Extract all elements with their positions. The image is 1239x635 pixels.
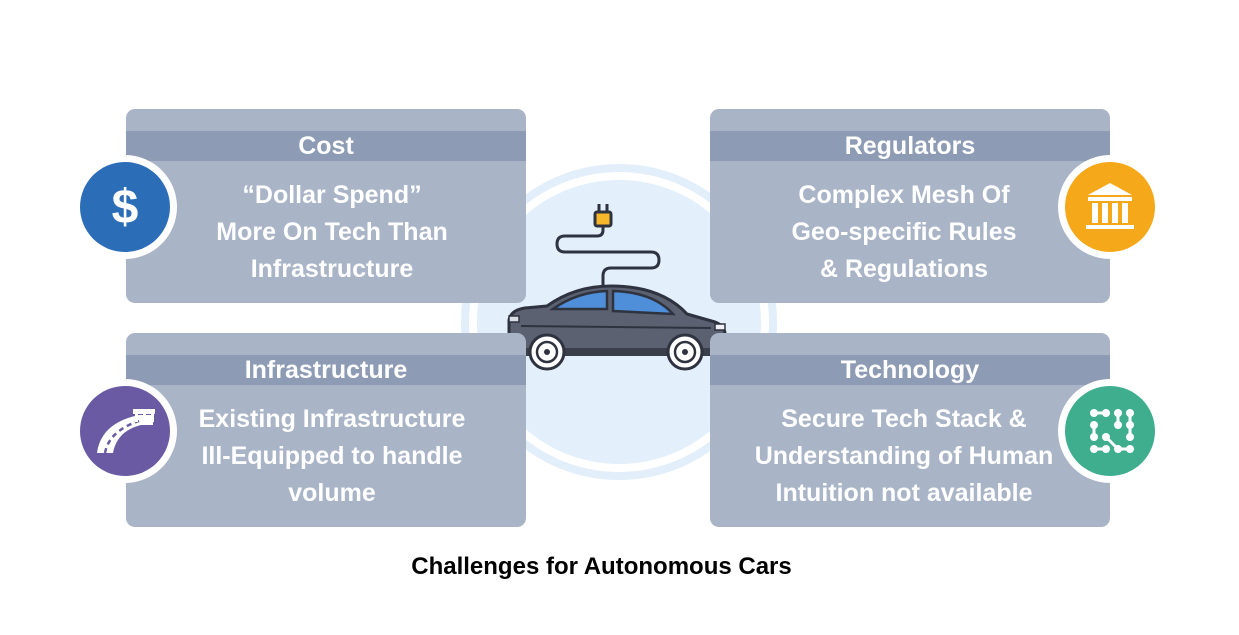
circuit-dots-icon-circle (1065, 386, 1155, 476)
cost-card: Cost “Dollar Spend” More On Tech Than In… (126, 109, 526, 303)
infrastructure-card-text: Existing Infrastructure Ill-Equipped to … (126, 401, 526, 512)
diagram-caption: Challenges for Autonomous Cars (411, 553, 792, 580)
technology-card: Technology Secure Tech Stack & Understan… (710, 333, 1110, 527)
dollar-glyph: $ (112, 181, 139, 234)
regulators-line: & Regulations (819, 255, 989, 283)
infrastructure-card-title: Infrastructure (244, 356, 408, 384)
cost-card-text: “Dollar Spend” More On Tech Than Infrast… (126, 177, 526, 288)
infrastructure-line: Ill-Equipped to handle (201, 442, 463, 470)
regulators-card-title: Regulators (844, 132, 976, 160)
infrastructure-card-header (126, 355, 526, 385)
regulators-line: Complex Mesh Of (798, 181, 1010, 209)
road-icon (97, 409, 155, 454)
technology-line: Intuition not available (775, 479, 1033, 507)
regulators-card: Regulators Complex Mesh Of Geo-specific … (710, 109, 1110, 303)
regulators-badge (1058, 155, 1162, 259)
technology-card-title: Technology (840, 356, 980, 384)
regulators-line: Geo-specific Rules (791, 218, 1017, 246)
cost-line: More On Tech Than (216, 218, 448, 246)
technology-card-text: Secure Tech Stack & Understanding of Hum… (710, 401, 1110, 512)
technology-badge (1058, 379, 1162, 483)
technology-line: Understanding of Human (754, 442, 1054, 470)
regulators-card-header (710, 131, 1110, 161)
infrastructure-line: Existing Infrastructure (198, 405, 466, 433)
infrastructure-line: volume (288, 479, 376, 507)
technology-card-header (710, 355, 1110, 385)
bank-building-icon (1086, 183, 1134, 229)
bank-building-icon-circle (1065, 162, 1155, 252)
infrastructure-card: Infrastructure Existing Infrastructure I… (126, 333, 526, 527)
electric-car-icon (507, 204, 729, 371)
regulators-card-text: Complex Mesh Of Geo-specific Rules & Reg… (710, 177, 1110, 288)
cost-card-header (126, 131, 526, 161)
circuit-dots-icon (1090, 409, 1134, 453)
cost-badge: $ (73, 155, 177, 259)
cost-card-title: Cost (298, 132, 354, 160)
dollar-icon-circle (80, 162, 170, 252)
infrastructure-badge (73, 379, 177, 483)
cost-line: Infrastructure (250, 255, 414, 283)
cost-line: “Dollar Spend” (242, 181, 422, 209)
technology-line: Secure Tech Stack & (781, 405, 1027, 433)
dollar-icon: $ (112, 181, 139, 234)
